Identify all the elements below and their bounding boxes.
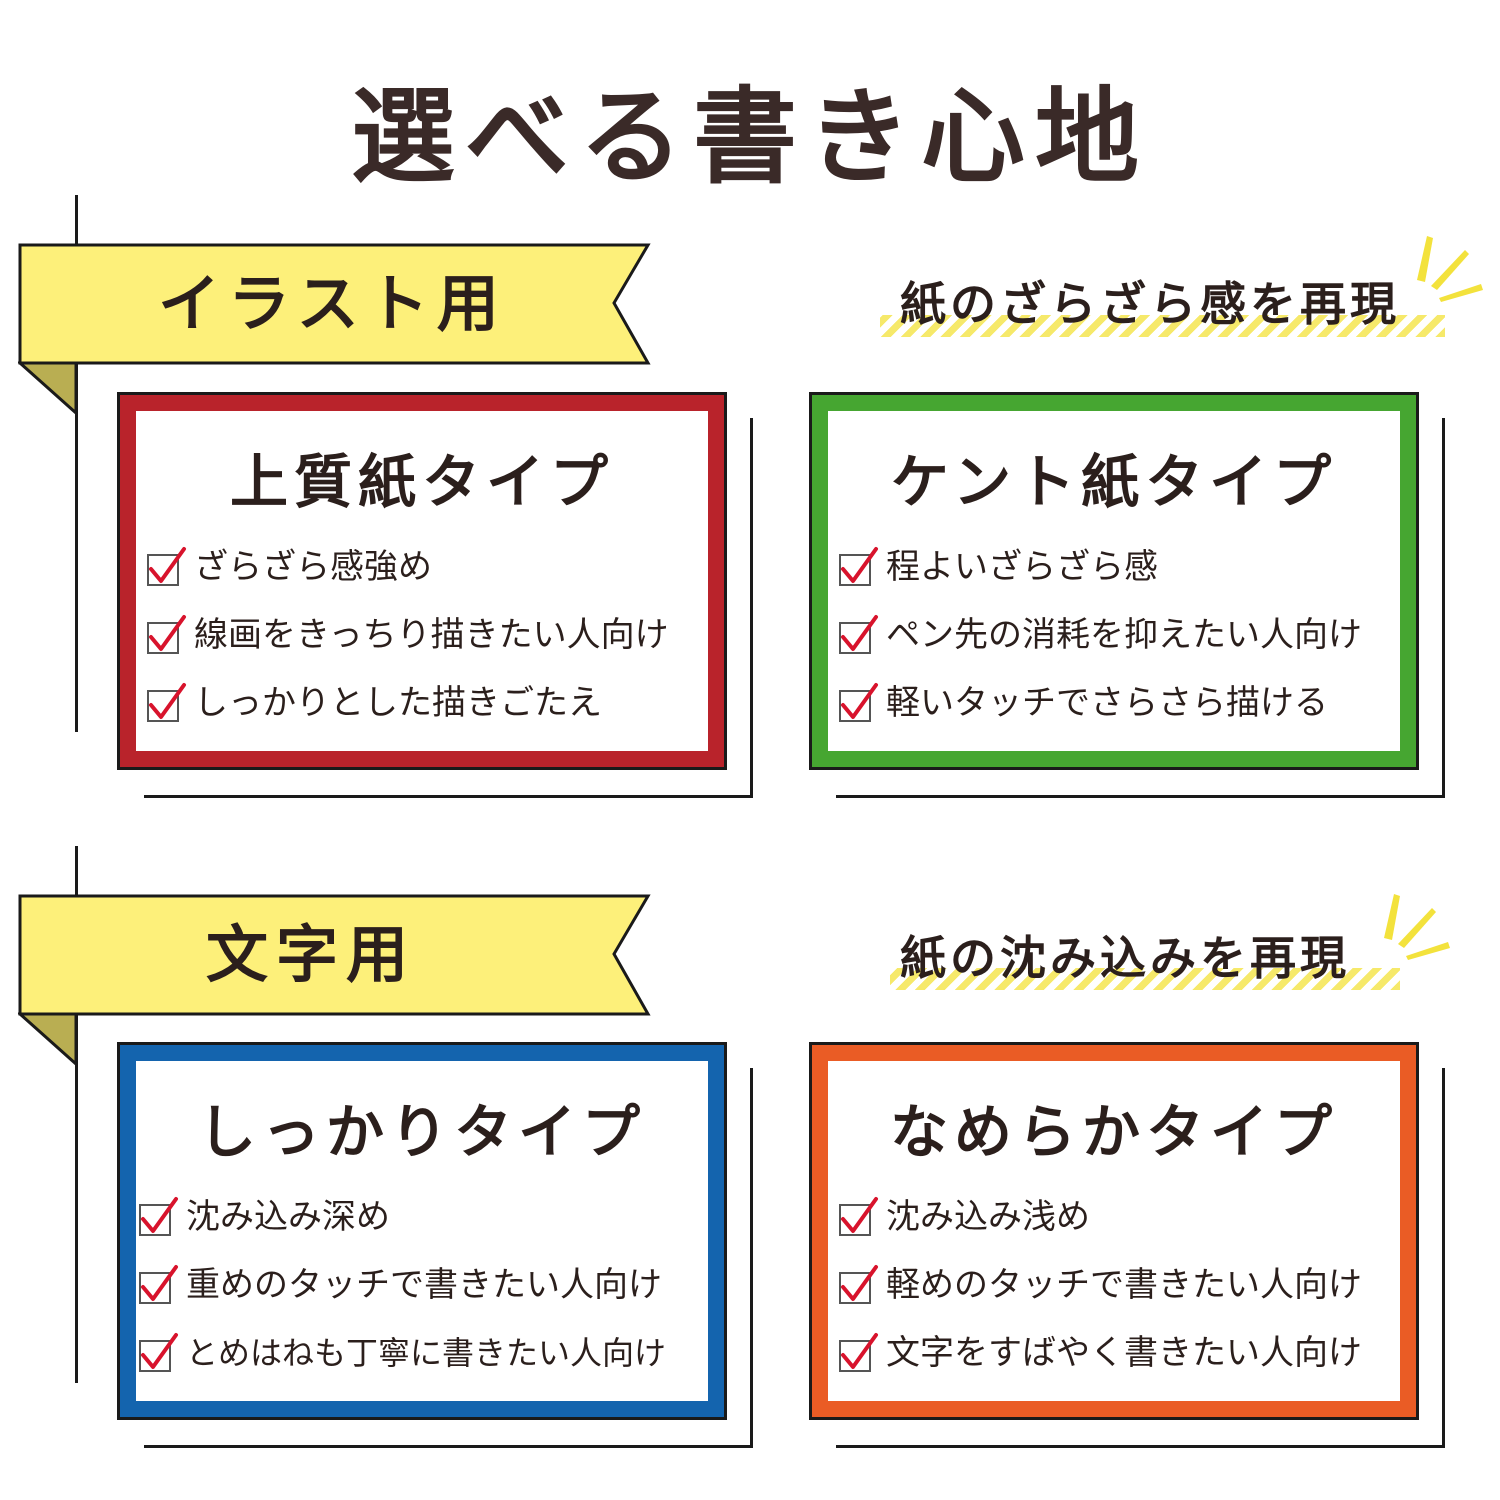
sparkle-icon: [1384, 894, 1450, 960]
list-item: 文字をすばやく書きたい人向け: [838, 1319, 1406, 1387]
list-item-text: しっかりとした描きごたえ: [194, 683, 602, 723]
checkbox-check-icon: [147, 547, 186, 586]
card-title: なめらかタイプ: [889, 1098, 1338, 1166]
list-item-text: 文字をすばやく書きたい人向け: [886, 1333, 1362, 1373]
tagline-illustration: 紙のざらざら感を再現: [900, 277, 1400, 331]
checkbox-check-icon: [839, 1197, 878, 1236]
list-item-text: とめはねも丁寧に書きたい人向け: [186, 1334, 667, 1372]
list-item: とめはねも丁寧に書きたい人向け: [138, 1319, 714, 1387]
feature-list: 沈み込み浅め 軽めのタッチで書きたい人向け 文字をすばやく書きたい人向け: [838, 1183, 1406, 1387]
checkbox-check-icon: [147, 615, 186, 654]
banner-ribbon-shape: [18, 894, 651, 1068]
list-item: 軽めのタッチで書きたい人向け: [838, 1251, 1406, 1319]
list-item-text: 線画をきっちり描きたい人向け: [194, 615, 669, 655]
list-item: 重めのタッチで書きたい人向け: [138, 1251, 714, 1319]
list-item-text: 程よいざらざら感: [886, 547, 1158, 587]
banner-illustration: イラスト用: [18, 243, 652, 417]
list-item: ペン先の消耗を抑えたい人向け: [838, 601, 1406, 669]
card-border: [812, 1045, 1416, 1417]
card-border: [120, 1045, 724, 1417]
list-item-text: 沈み込み浅め: [886, 1197, 1090, 1237]
checkbox-check-icon: [147, 683, 186, 722]
section-2-rule: [75, 846, 78, 1383]
section-1-rule: [75, 195, 78, 732]
tagline-writing: 紙の沈み込みを再現: [900, 931, 1350, 985]
checkbox-check-icon: [839, 547, 878, 586]
card-shadow-right: [1442, 1068, 1445, 1448]
list-item: 沈み込み浅め: [838, 1183, 1406, 1251]
list-item: 線画をきっちり描きたい人向け: [146, 601, 714, 669]
card-title: ケント紙タイプ: [890, 448, 1338, 516]
card-shadow-bottom: [144, 1445, 753, 1448]
checkbox-check-icon: [139, 1333, 178, 1372]
list-item-text: 軽めのタッチで書きたい人向け: [886, 1265, 1362, 1305]
card-shadow-bottom: [144, 795, 753, 798]
banner-writing: 文字用: [18, 894, 652, 1068]
checkbox-check-icon: [839, 1265, 878, 1304]
checkbox-check-icon: [139, 1197, 178, 1236]
feature-list: 沈み込み深め 重めのタッチで書きたい人向け とめはねも丁寧に書きたい人向け: [138, 1183, 714, 1387]
card-title: 上質紙タイプ: [229, 448, 614, 516]
list-item-text: 沈み込み深め: [186, 1197, 390, 1237]
list-item-text: 重めのタッチで書きたい人向け: [186, 1265, 662, 1305]
tagline-stripe: [880, 315, 1445, 337]
card-shikkari: しっかりタイプ 沈み込み深め 重めのタッチで書きたい人向け とめはねも丁寧に書き…: [117, 1042, 727, 1420]
banner-ribbon-shape: [18, 243, 651, 417]
card-joshitsushi: 上質紙タイプ ざらざら感強め 線画をきっちり描きたい人向け しっかりとした描きご…: [117, 392, 727, 770]
checkbox-check-icon: [839, 1333, 878, 1372]
card-shadow-bottom: [836, 1445, 1445, 1448]
list-item: 軽いタッチでさらさら描ける: [838, 669, 1406, 737]
card-shadow-bottom: [836, 795, 1445, 798]
list-item-text: ペン先の消耗を抑えたい人向け: [886, 615, 1362, 655]
tagline-stripe: [890, 968, 1400, 990]
list-item-text: ざらざら感強め: [194, 547, 432, 587]
list-item: 程よいざらざら感: [838, 533, 1406, 601]
card-border: [812, 395, 1416, 767]
card-shadow-right: [750, 418, 753, 798]
card-border: [120, 395, 724, 767]
card-shadow-right: [750, 1068, 753, 1448]
list-item: ざらざら感強め: [146, 533, 714, 601]
list-item: 沈み込み深め: [138, 1183, 714, 1251]
checkbox-check-icon: [839, 615, 878, 654]
feature-list: ざらざら感強め 線画をきっちり描きたい人向け しっかりとした描きごたえ: [146, 533, 714, 737]
feature-list: 程よいざらざら感 ペン先の消耗を抑えたい人向け 軽いタッチでさらさら描ける: [838, 533, 1406, 737]
page-title: 選べる書き心地: [350, 76, 1149, 198]
card-title: しっかりタイプ: [197, 1098, 646, 1166]
list-item-text: 軽いタッチでさらさら描ける: [886, 683, 1328, 723]
banner-label: イラスト用: [158, 267, 507, 340]
banner-label: 文字用: [206, 918, 417, 991]
card-nameraka: なめらかタイプ 沈み込み浅め 軽めのタッチで書きたい人向け 文字をすばやく書きた…: [809, 1042, 1419, 1420]
checkbox-check-icon: [139, 1265, 178, 1304]
card-kentoshi: ケント紙タイプ 程よいざらざら感 ペン先の消耗を抑えたい人向け 軽いタッチでさら…: [809, 392, 1419, 770]
list-item: しっかりとした描きごたえ: [146, 669, 714, 737]
checkbox-check-icon: [839, 683, 878, 722]
sparkle-icon: [1417, 236, 1483, 302]
card-shadow-right: [1442, 418, 1445, 798]
